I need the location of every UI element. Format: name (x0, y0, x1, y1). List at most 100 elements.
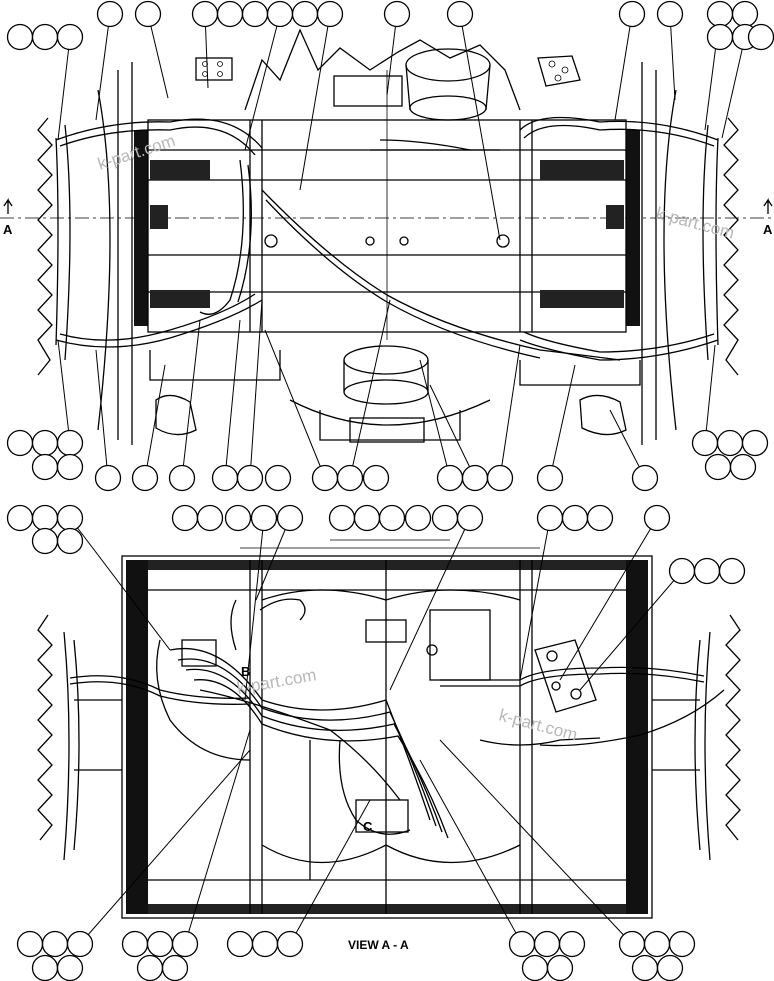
leader-line (419, 359, 451, 479)
callout-balloon[interactable] (693, 557, 721, 585)
callout-balloon[interactable] (31, 527, 59, 555)
callout-balloon[interactable] (6, 429, 34, 457)
right-end-frame (626, 130, 640, 326)
callout-balloon[interactable] (716, 429, 744, 457)
callout-balloon[interactable] (171, 930, 199, 958)
callout-balloon[interactable] (404, 504, 432, 532)
callout-balloon[interactable] (706, 0, 734, 28)
callout-balloon[interactable] (211, 464, 239, 492)
callout-balloon[interactable] (31, 429, 59, 457)
callout-balloon[interactable] (251, 930, 279, 958)
callout-balloon[interactable] (236, 464, 264, 492)
callout-balloon[interactable] (643, 930, 671, 958)
left-mount (155, 394, 197, 436)
leader-line (184, 729, 251, 945)
callout-balloon[interactable] (56, 429, 84, 457)
callout-balloon[interactable] (536, 504, 564, 532)
callout-balloon[interactable] (316, 0, 344, 28)
callout-balloon[interactable] (241, 0, 269, 28)
callout-balloon[interactable] (656, 954, 684, 981)
callout-balloon[interactable] (631, 464, 659, 492)
callout-balloon[interactable] (691, 429, 719, 457)
callout-balloon[interactable] (729, 453, 757, 481)
callout-balloon[interactable] (16, 930, 44, 958)
callout-balloon[interactable] (741, 429, 769, 457)
top-break-line (244, 28, 521, 111)
callout-balloon[interactable] (656, 0, 684, 28)
callout-balloon[interactable] (311, 464, 339, 492)
callout-balloon[interactable] (546, 954, 574, 981)
callout-balloon[interactable] (121, 930, 149, 958)
callout-balloon[interactable] (436, 464, 464, 492)
callout-balloon[interactable] (66, 930, 94, 958)
callout-balloon[interactable] (431, 504, 459, 532)
callout-balloon[interactable] (31, 504, 59, 532)
callout-balloon[interactable] (586, 504, 614, 532)
callout-balloon[interactable] (521, 954, 549, 981)
callout-balloon[interactable] (718, 557, 746, 585)
callout-balloon[interactable] (486, 464, 514, 492)
callout-balloon[interactable] (446, 0, 474, 28)
callout-balloon[interactable] (353, 504, 381, 532)
callout-balloon[interactable] (56, 23, 84, 51)
callout-balloon[interactable] (6, 23, 34, 51)
leader-line (95, 349, 109, 479)
callout-balloon[interactable] (383, 0, 411, 28)
callout-balloon[interactable] (631, 954, 659, 981)
callout-balloon[interactable] (56, 504, 84, 532)
callout-balloon[interactable] (668, 930, 696, 958)
callout-balloon[interactable] (56, 954, 84, 981)
callout-balloon[interactable] (747, 23, 774, 51)
callout-balloon[interactable] (250, 504, 278, 532)
callout-balloon[interactable] (328, 504, 356, 532)
callout-balloon[interactable] (706, 23, 734, 51)
callout-balloon[interactable] (618, 930, 646, 958)
callout-balloon[interactable] (731, 0, 759, 28)
callout-balloon[interactable] (533, 930, 561, 958)
callout-balloon[interactable] (96, 0, 124, 28)
callout-balloon[interactable] (668, 557, 696, 585)
callout-balloon[interactable] (216, 0, 244, 28)
callout-balloon[interactable] (704, 453, 732, 481)
callout-balloon[interactable] (31, 453, 59, 481)
callout-balloon[interactable] (264, 464, 292, 492)
callout-balloon[interactable] (291, 0, 319, 28)
callout-balloon[interactable] (131, 464, 159, 492)
callout-balloon[interactable] (224, 504, 252, 532)
callout-balloon[interactable] (196, 504, 224, 532)
callout-balloon[interactable] (226, 930, 254, 958)
callout-balloon[interactable] (461, 464, 489, 492)
callout-balloon[interactable] (56, 527, 84, 555)
callout-balloon[interactable] (94, 464, 122, 492)
hose-upper-right (519, 116, 719, 141)
callout-balloon[interactable] (136, 954, 164, 981)
callout-balloon[interactable] (31, 23, 59, 51)
callout-balloon[interactable] (146, 930, 174, 958)
callout-balloon[interactable] (56, 453, 84, 481)
callout-balloon[interactable] (508, 930, 536, 958)
callout-balloon[interactable] (6, 504, 34, 532)
callout-balloon[interactable] (618, 0, 646, 28)
callout-balloon[interactable] (558, 930, 586, 958)
callout-balloon[interactable] (276, 930, 304, 958)
callout-balloon[interactable] (171, 504, 199, 532)
section-mark-left: A (3, 222, 13, 237)
callout-balloon[interactable] (161, 954, 189, 981)
callout-balloon[interactable] (336, 464, 364, 492)
callout-balloon[interactable] (266, 0, 294, 28)
callout-balloon[interactable] (191, 0, 219, 28)
callout-balloon[interactable] (31, 954, 59, 981)
callout-balloon[interactable] (168, 464, 196, 492)
callout-balloon[interactable] (276, 504, 304, 532)
callout-balloon[interactable] (561, 504, 589, 532)
leader-line (669, 13, 676, 101)
callout-balloon[interactable] (378, 504, 406, 532)
callout-balloon[interactable] (456, 504, 484, 532)
callout-balloon[interactable] (643, 504, 671, 532)
callout-balloon[interactable] (362, 464, 390, 492)
callout-balloon[interactable] (536, 464, 564, 492)
callout-balloon[interactable] (41, 930, 69, 958)
leader-line (57, 339, 71, 444)
callout-balloon[interactable] (134, 0, 162, 28)
